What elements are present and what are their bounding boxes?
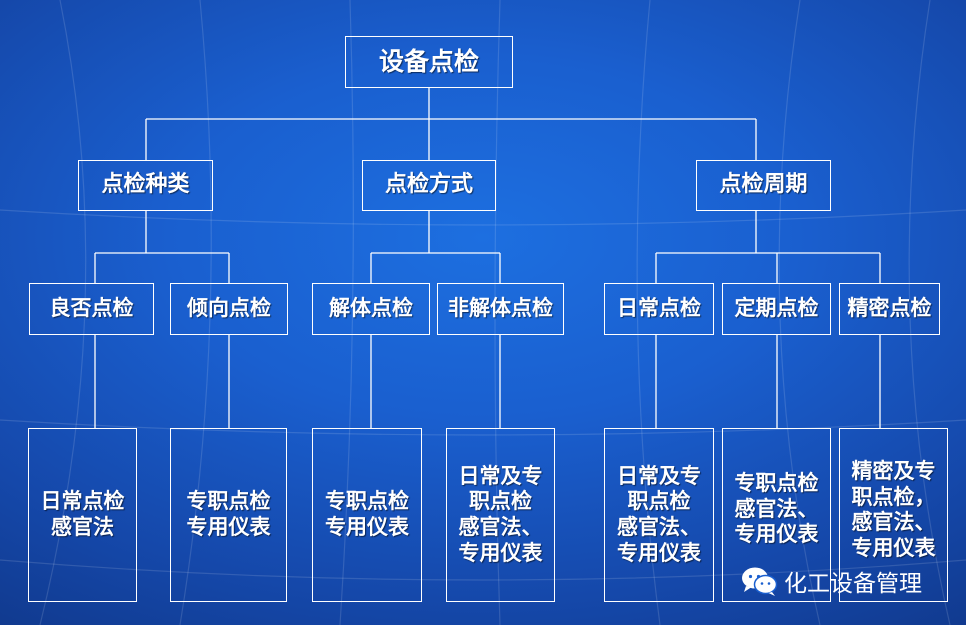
method-text: 精密及专 职点检， 感官法、 专用仪表 [851, 459, 936, 560]
subtype-label: 良否点检 [49, 296, 134, 321]
subtype-node: 定期点检 [722, 283, 831, 335]
method-node: 日常点检 感官法 [28, 428, 137, 602]
method-text: 专职点检 专用仪表 [186, 489, 271, 539]
method-node: 日常及专 职点检 感官法、 专用仪表 [604, 428, 714, 602]
root-label: 设备点检 [378, 46, 479, 76]
subtype-node: 倾向点检 [170, 283, 288, 335]
subtype-node: 良否点检 [29, 283, 154, 335]
subtype-node: 非解体点检 [437, 283, 564, 335]
subtype-label: 日常点检 [617, 296, 701, 321]
method-node: 日常及专 职点检 感官法、 专用仪表 [446, 428, 555, 602]
method-node: 专职点检 专用仪表 [170, 428, 287, 602]
wechat-icon [742, 567, 778, 596]
subtype-label: 解体点检 [329, 296, 413, 321]
category-node-cycle: 点检周期 [696, 160, 831, 211]
subtype-label: 精密点检 [847, 296, 932, 321]
category-label: 点检方式 [384, 172, 473, 198]
subtype-node: 解体点检 [312, 283, 430, 335]
method-text: 日常及专 职点检 感官法、 专用仪表 [458, 463, 543, 565]
method-text: 专职点检 感官法、 专用仪表 [734, 471, 819, 547]
category-node-type: 点检种类 [78, 160, 213, 211]
method-node: 专职点检 感官法、 专用仪表 [722, 428, 831, 602]
method-text: 日常及专 职点检 感官法、 专用仪表 [617, 463, 701, 565]
subtype-node: 精密点检 [839, 283, 940, 335]
method-node: 专职点检 专用仪表 [312, 428, 422, 602]
method-text: 日常点检 感官法 [40, 489, 125, 539]
root-node: 设备点检 [345, 36, 513, 88]
watermark: 化工设备管理 [740, 563, 922, 599]
subtype-node: 日常点检 [604, 283, 714, 335]
category-label: 点检周期 [719, 172, 808, 198]
category-label: 点检种类 [101, 172, 190, 198]
subtype-label: 非解体点检 [448, 296, 553, 321]
method-text: 专职点检 专用仪表 [325, 489, 409, 539]
watermark-text: 化工设备管理 [784, 571, 922, 597]
subtype-label: 倾向点检 [187, 296, 271, 321]
subtype-label: 定期点检 [734, 296, 819, 321]
method-node: 精密及专 职点检， 感官法、 专用仪表 [839, 428, 948, 602]
category-node-method: 点检方式 [362, 160, 496, 211]
